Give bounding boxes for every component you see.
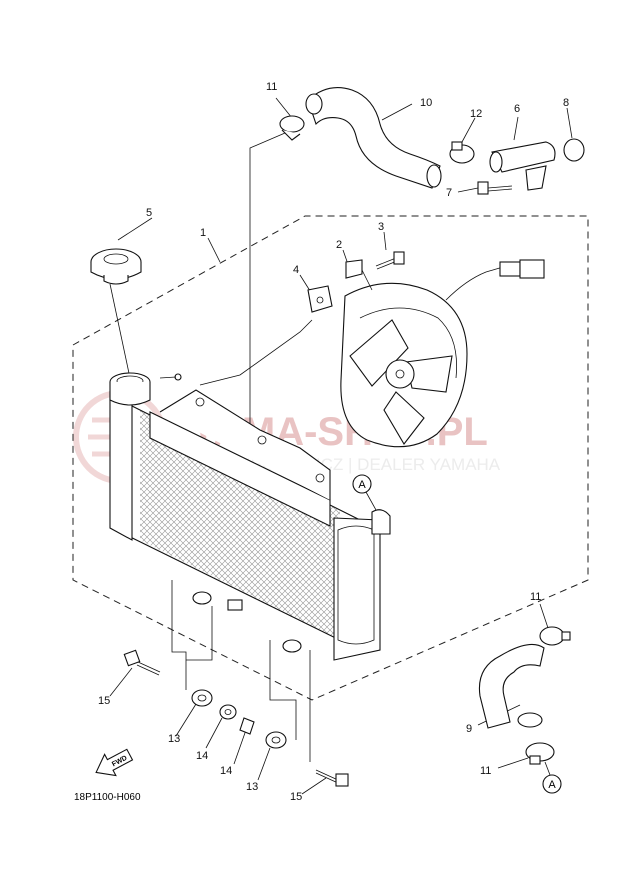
callout-14-right: 14 xyxy=(220,765,232,777)
bracket-4 xyxy=(307,285,333,313)
fan-motor-assembly xyxy=(340,259,545,448)
callout-5: 5 xyxy=(146,207,152,219)
collar-14-left xyxy=(219,704,237,720)
callout-11-lower-top: 11 xyxy=(530,591,541,603)
hose-clamp-lower-lower xyxy=(525,742,555,765)
diagram-code: 18P1100-H060 xyxy=(74,792,141,803)
callout-13-right: 13 xyxy=(246,781,258,793)
o-ring xyxy=(563,138,585,162)
callout-12: 12 xyxy=(470,108,482,120)
callout-11-lower-bottom: 11 xyxy=(480,765,491,777)
callout-14-left: 14 xyxy=(196,750,208,762)
bolt-15-left xyxy=(123,649,161,676)
connector-marker-a-hose: A xyxy=(542,761,562,794)
callout-7: 7 xyxy=(446,187,452,199)
svg-text:A: A xyxy=(358,479,366,491)
radiator-assembly-boundary xyxy=(72,215,589,701)
filler-neck xyxy=(109,372,182,406)
hose-clamp-12 xyxy=(449,141,475,164)
grommet-13-right xyxy=(265,731,287,749)
callout-15-right: 15 xyxy=(290,791,302,803)
callout-4: 4 xyxy=(293,264,299,276)
bolt-15-right xyxy=(315,769,349,787)
collar-14-right xyxy=(239,717,255,735)
hose-clamp-lower-upper xyxy=(539,626,571,646)
callout-9: 9 xyxy=(466,723,472,735)
bolt-3 xyxy=(375,251,405,270)
callout-1: 1 xyxy=(200,227,206,239)
callout-2: 2 xyxy=(336,239,342,251)
connector-marker-a-radiator: A xyxy=(352,474,377,511)
svg-text:A: A xyxy=(548,779,556,791)
callout-8: 8 xyxy=(563,97,569,109)
callout-15-left: 15 xyxy=(98,695,110,707)
callout-6: 6 xyxy=(514,103,520,115)
grommet-13-left xyxy=(191,689,213,707)
fwd-direction-arrow: FWD xyxy=(95,748,134,777)
lower-hose xyxy=(478,643,545,729)
callout-3: 3 xyxy=(378,221,384,233)
upper-hose xyxy=(305,87,442,189)
pipe-fitting xyxy=(489,141,556,191)
callout-11: 11 xyxy=(266,81,277,93)
callout-13-left: 13 xyxy=(168,733,180,745)
callout-10: 10 xyxy=(420,97,432,109)
callouts: 11 10 12 6 8 7 5 1 2 3 4 11 9 11 15 13 1… xyxy=(98,81,569,803)
hose-clamp-upper xyxy=(279,115,305,141)
radiator xyxy=(109,389,391,661)
radiator-cap xyxy=(90,248,142,285)
bolt-7 xyxy=(477,181,513,195)
